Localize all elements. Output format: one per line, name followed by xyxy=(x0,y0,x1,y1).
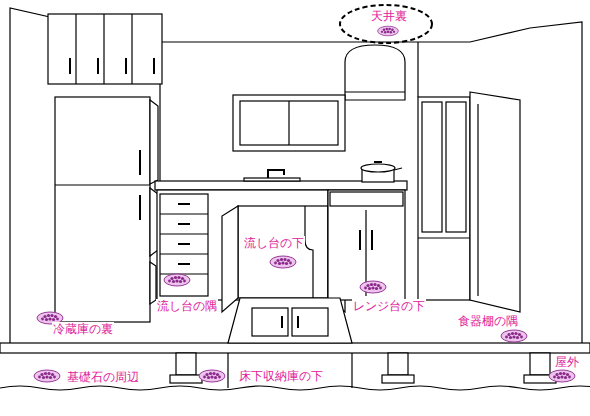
location-label: 食器棚の隅 xyxy=(457,314,519,328)
location-label: 冷蔵庫の裏 xyxy=(52,322,114,336)
location-label: レンジ台の下 xyxy=(352,299,426,313)
location-label: 屋外 xyxy=(554,355,580,369)
location-label: 天井裏 xyxy=(370,9,408,23)
location-label: 流し台の隅 xyxy=(156,299,218,313)
location-label: 流し台の下 xyxy=(243,236,305,250)
location-label: 基礎石の周辺 xyxy=(66,370,140,384)
location-label: 床下収納庫の下 xyxy=(238,369,324,383)
